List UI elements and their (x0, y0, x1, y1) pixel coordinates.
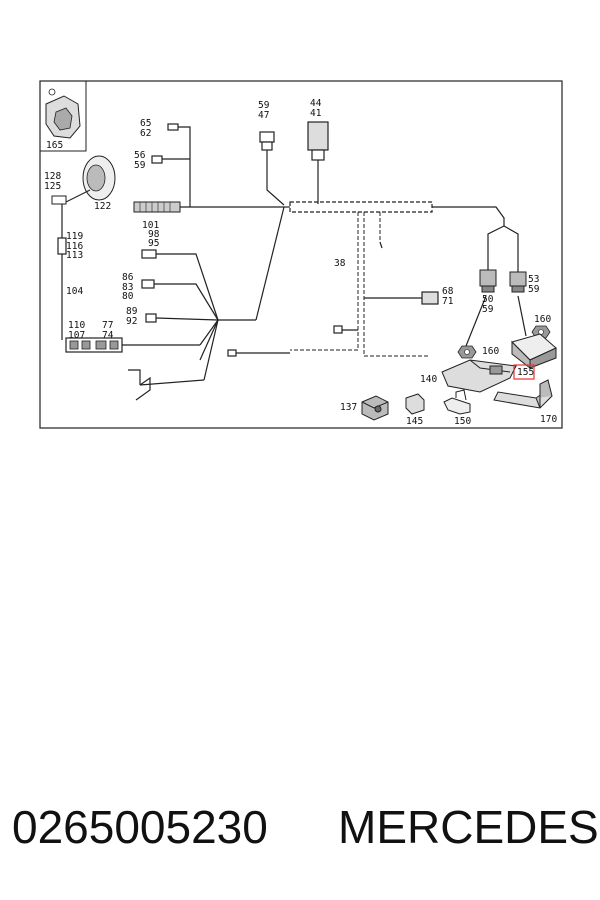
label-95: 95 (148, 238, 159, 249)
label-170: 170 (540, 414, 557, 425)
component-122 (51, 155, 116, 205)
diagram-frame (39, 80, 563, 429)
label-50: 50 (482, 294, 494, 305)
label-38: 38 (334, 258, 346, 269)
sensor-lead-38 (379, 241, 383, 249)
wiring-harness-diagram: 165 128 125 122 119 116 113 104 110 107 … (39, 80, 563, 429)
label-160-right: 160 (534, 314, 551, 325)
label-110: 110 (68, 320, 85, 331)
connector-bar-top (133, 201, 280, 213)
connector-65-62 (167, 123, 191, 207)
label-59-b: 59 (258, 100, 270, 111)
module-155 (511, 333, 557, 370)
label-71: 71 (442, 296, 454, 307)
label-53: 53 (528, 274, 539, 285)
label-59-a: 59 (134, 160, 146, 171)
connector-44-41 (307, 121, 329, 204)
socket-50-59 (479, 269, 497, 293)
label-150: 150 (454, 416, 471, 427)
bracket-140 (441, 359, 517, 393)
label-165: 165 (46, 140, 63, 151)
part-number: 0265005230 (12, 801, 268, 853)
label-155: 155 (517, 367, 534, 378)
lead-to-140 (465, 295, 487, 347)
label-98: 98 (148, 229, 160, 240)
label-86: 86 (122, 272, 134, 283)
lead-near-38 (333, 325, 358, 334)
label-65: 65 (140, 118, 151, 129)
connector-80 (141, 279, 219, 321)
label-47: 47 (258, 110, 269, 121)
lead-to-155 (517, 295, 527, 337)
label-145: 145 (406, 416, 423, 427)
label-160-left: 160 (482, 346, 499, 357)
connector-56-59 (151, 155, 190, 164)
label-101: 101 (142, 220, 159, 231)
label-44: 44 (310, 98, 322, 109)
label-137: 137 (340, 402, 357, 413)
connector-59-47 (259, 131, 285, 206)
label-119: 119 (66, 231, 83, 242)
label-92: 92 (126, 316, 137, 327)
highlight-box-155 (513, 364, 535, 380)
label-104: 104 (66, 286, 83, 297)
branch-38 (290, 212, 430, 357)
connector-95 (141, 249, 219, 321)
harness-fan-junction (128, 206, 285, 401)
socket-53-59 (509, 271, 527, 293)
label-128: 128 (44, 171, 61, 182)
connector-68-71 (364, 291, 439, 305)
part-137 (361, 395, 389, 421)
label-125: 125 (44, 181, 61, 192)
left-harness (57, 204, 200, 353)
label-116: 116 (66, 241, 83, 252)
main-trunk (280, 201, 519, 272)
part-labels: 165 128 125 122 119 116 113 104 110 107 … (44, 98, 557, 427)
label-140: 140 (420, 374, 437, 385)
label-122: 122 (94, 201, 111, 212)
label-62: 62 (140, 128, 151, 139)
connector-92 (145, 313, 219, 323)
bottom-lead (227, 349, 290, 357)
nut-160-left (457, 345, 477, 359)
label-41: 41 (310, 108, 322, 119)
clip-150 (443, 389, 471, 415)
label-59-c: 59 (482, 304, 494, 315)
part-145 (405, 393, 425, 415)
label-89: 89 (126, 306, 138, 317)
label-59-d: 59 (528, 284, 540, 295)
brand-name: MERCEDES (338, 801, 599, 853)
caption-footer: 0265005230 MERCEDES (0, 800, 600, 860)
inset-part-165 (39, 80, 87, 152)
label-83: 83 (122, 282, 133, 293)
label-74: 74 (102, 330, 114, 341)
label-107: 107 (68, 330, 85, 341)
bracket-170 (493, 379, 553, 409)
label-56: 56 (134, 150, 146, 161)
label-68: 68 (442, 286, 454, 297)
label-113: 113 (66, 250, 83, 261)
label-77: 77 (102, 320, 113, 331)
label-80: 80 (122, 291, 134, 302)
